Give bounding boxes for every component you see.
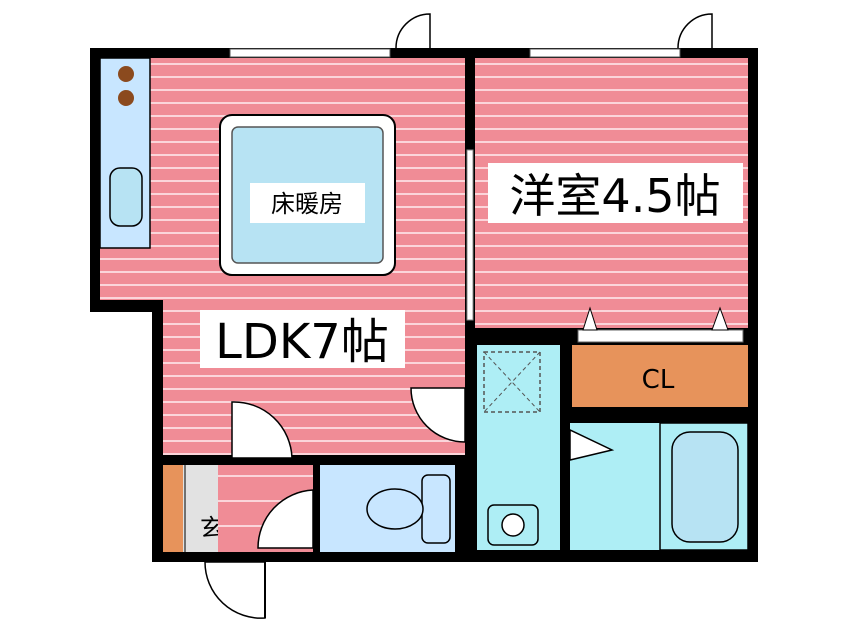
ldk-label: LDK7帖 — [215, 314, 389, 370]
hall-floor-stripe — [218, 500, 313, 502]
balcony-door-ldk — [395, 13, 431, 49]
western-room-label: 洋室4.5帖 — [509, 169, 720, 223]
stove-burner-icon — [118, 90, 134, 106]
window-western — [529, 48, 681, 58]
washer-space — [483, 351, 541, 413]
hall-floor-stripe — [218, 475, 313, 477]
closet-label: CL — [642, 365, 675, 395]
balcony-door-western — [677, 13, 713, 49]
sink-icon — [109, 167, 143, 227]
toilet-tank-icon — [421, 474, 451, 544]
closet-door-hinge — [711, 306, 729, 331]
front-door — [204, 561, 266, 619]
floor-heating-label-bg — [250, 183, 365, 223]
closet — [572, 345, 748, 407]
ldk-door — [410, 387, 466, 443]
entrance-shoe-box — [163, 465, 183, 552]
western-room-label-bg — [488, 163, 743, 223]
hall-door — [231, 401, 293, 459]
floor-heating-label: 床暖房 — [271, 190, 343, 218]
closet-door-hinge — [582, 306, 598, 331]
bathroom-door — [569, 428, 615, 461]
sliding-door — [466, 149, 474, 321]
window-ldk — [229, 48, 391, 58]
stove-burner-icon — [118, 66, 134, 82]
ldk-label-bg — [200, 310, 405, 368]
toilet-bowl-icon — [366, 488, 424, 530]
washbasin-bowl-icon — [501, 513, 525, 537]
bathtub-inner-icon — [671, 431, 739, 543]
toilet-door — [257, 489, 314, 549]
closet-door — [577, 329, 744, 343]
